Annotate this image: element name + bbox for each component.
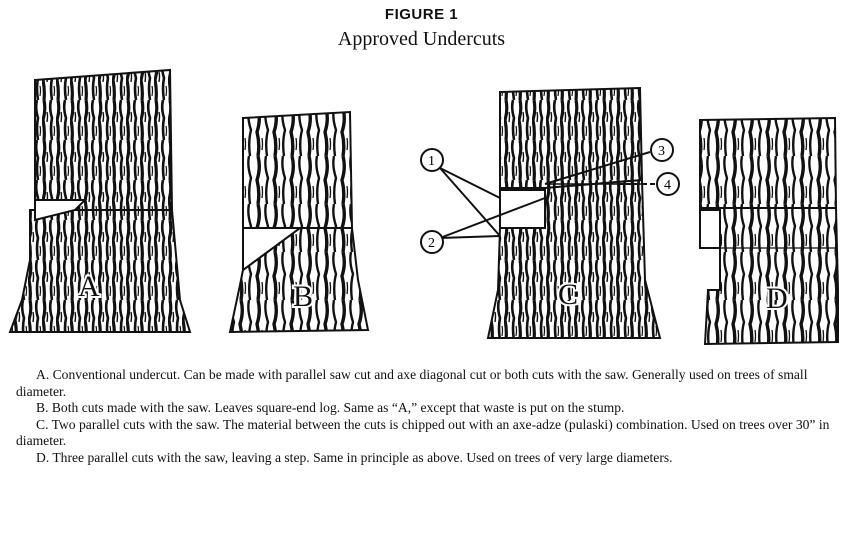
tree-b: B	[230, 112, 368, 332]
figure-label: FIGURE 1	[0, 6, 843, 23]
caption-d: D. Three parallel cuts with the saw, lea…	[16, 450, 836, 467]
callout-4-label: 4	[664, 178, 671, 193]
callout-3-label: 3	[658, 144, 665, 159]
tree-letter-a: A	[78, 270, 100, 303]
callout-4: 4	[657, 173, 679, 195]
callout-2-label: 2	[428, 236, 435, 251]
tree-letter-d: D	[766, 282, 788, 315]
callout-1: 1	[421, 149, 443, 171]
caption-block: A. Conventional undercut. Can be made wi…	[16, 367, 836, 466]
callout-1-label: 1	[428, 154, 435, 169]
tree-letter-c: C	[558, 278, 578, 311]
callout-2: 2	[421, 231, 443, 253]
callout-3: 3	[651, 139, 673, 161]
caption-c: C. Two parallel cuts with the saw. The m…	[16, 417, 836, 450]
caption-a: A. Conventional undercut. Can be made wi…	[16, 367, 836, 400]
tree-c: C	[488, 88, 660, 338]
undercut-illustrations: A B C 1 2 3 4	[0, 60, 843, 360]
figure-title: Approved Undercuts	[0, 28, 843, 51]
tree-a: A	[10, 70, 190, 332]
tree-d: D	[700, 118, 838, 344]
tree-letter-b: B	[293, 280, 313, 313]
caption-b: B. Both cuts made with the saw. Leaves s…	[16, 400, 836, 417]
